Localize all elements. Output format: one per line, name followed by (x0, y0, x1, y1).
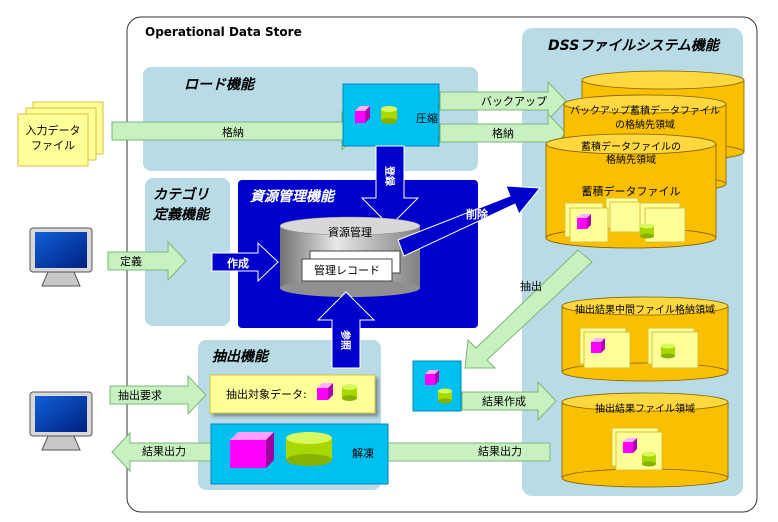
delete-arrow (397, 185, 541, 257)
category-panel-title-1: カテゴリ (153, 186, 209, 203)
define-label: 定義 (120, 254, 142, 268)
extract-arrow (464, 249, 593, 369)
backup-arrow (439, 80, 567, 122)
large-cube-icon (230, 432, 274, 468)
data-file-notes (564, 197, 686, 243)
result-output-label-left: 結果出力 (142, 444, 186, 458)
cube-icon (425, 370, 439, 385)
cylinder-icon (661, 343, 675, 359)
computer-icon (29, 227, 93, 287)
extract-panel-title: 抽出機能 (212, 348, 270, 365)
resource-panel-title: 資源管理機能 (250, 188, 336, 205)
category-panel-title-2: 定義機能 (152, 206, 211, 223)
result-cylinder-label: 抽出結果ファイル領域 (595, 402, 695, 415)
delete-label: 削除 (466, 207, 489, 221)
define-arrow (107, 240, 187, 282)
input-file-label-2: ファイル (31, 139, 75, 152)
reference-arrow (316, 291, 376, 369)
result-create-box (412, 360, 462, 412)
cube-icon (317, 383, 333, 400)
cube-icon (591, 338, 605, 353)
data-file-label: 蓄積データファイル (582, 184, 681, 198)
store-title: Operational Data Store (145, 25, 302, 39)
cube-icon (577, 214, 591, 229)
create-arrow (211, 241, 279, 283)
input-data-file-icon (17, 101, 104, 167)
result-create-label: 結果作成 (482, 394, 526, 408)
register-label: 登録 (383, 165, 396, 187)
decompress-label: 解凍 (352, 446, 374, 460)
cylinder-icon (640, 223, 654, 239)
computer-icon (29, 391, 93, 451)
large-cylinder-icon (286, 432, 332, 466)
cube-icon (355, 106, 370, 123)
reference-label: 参照 (339, 330, 352, 350)
input-file-label-1: 入力データ (26, 123, 81, 137)
compress-label: 圧縮 (416, 111, 438, 125)
record-label: 管理レコード (314, 263, 380, 277)
backup-cylinder-label-2: の格納先領域 (615, 118, 675, 131)
record-card (301, 258, 393, 282)
cube-icon (623, 438, 637, 453)
extract-target-label: 抽出対象データ: (226, 387, 307, 401)
dss-panel-title: DSSファイルシステム機能 (548, 37, 721, 54)
cylinder-icon (438, 388, 452, 404)
result-create-arrow (461, 380, 557, 422)
extract-request-label: 抽出要求 (118, 388, 162, 402)
cylinder-icon (381, 106, 397, 124)
category-panel (145, 178, 230, 326)
create-label: 作成 (227, 256, 249, 270)
store-cylinder-label-1: 蓄積データファイルの (581, 140, 681, 153)
store-label-input: 格納 (222, 125, 244, 139)
register-arrow (360, 145, 420, 227)
intermediate-cylinder-label: 抽出結果中間ファイル格納領域 (575, 303, 715, 316)
store-cylinder-label-2: 格納先領域 (606, 153, 656, 166)
extract-label: 抽出 (520, 279, 542, 293)
store-label-dss: 格納 (492, 126, 514, 140)
backup-cylinder-label-1: バックアップ蓄積データファイル (570, 104, 720, 117)
extract-request-arrow (109, 374, 207, 416)
cylinder-icon (342, 384, 357, 401)
result-output-label-right: 結果出力 (478, 444, 522, 458)
cylinder-icon (642, 451, 656, 467)
load-panel-title: ロード機能 (184, 76, 256, 93)
resource-cylinder-title: 資源管理 (328, 225, 372, 239)
backup-label: バックアップ (481, 95, 547, 108)
